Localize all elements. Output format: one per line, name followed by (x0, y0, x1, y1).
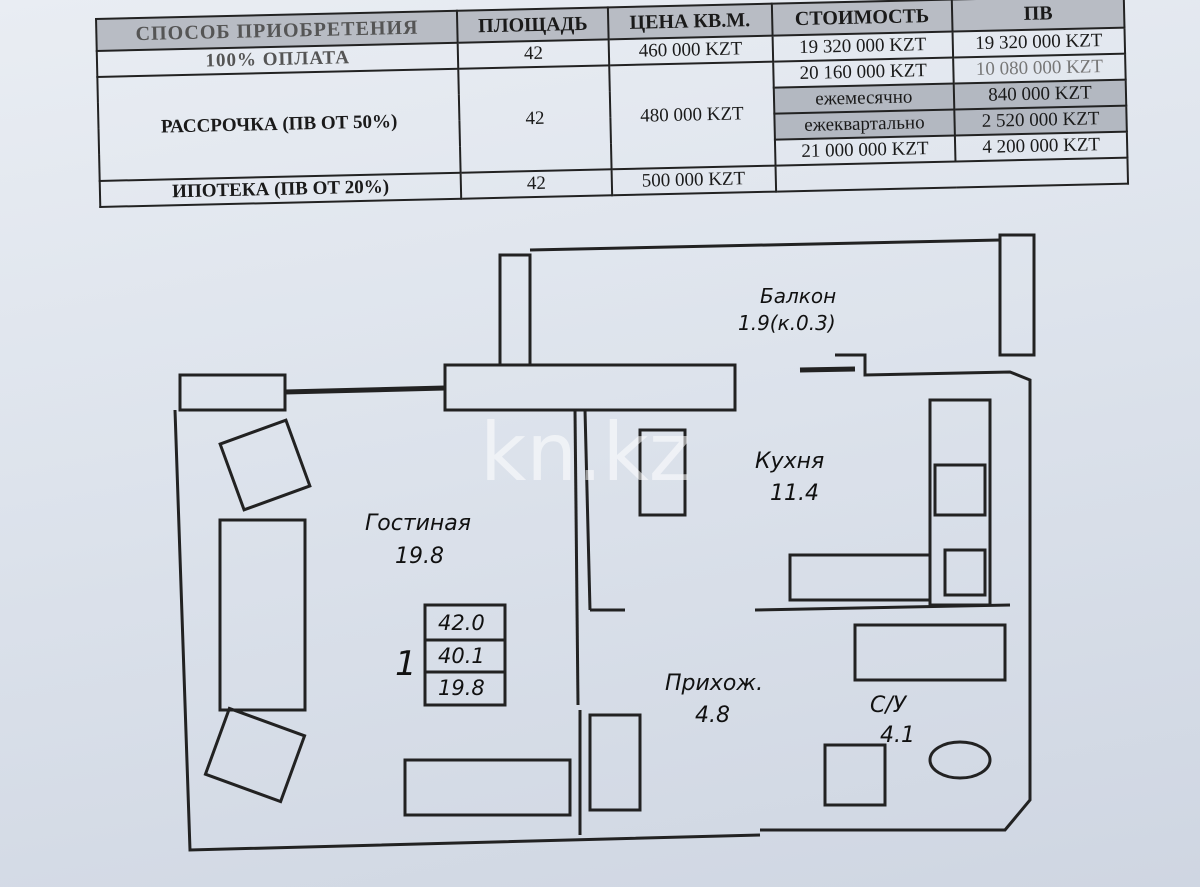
bath-area: 4.1 (880, 723, 915, 748)
rooms-area: 19.8 (438, 676, 485, 700)
walls (173, 233, 1036, 852)
rooms-count: 1 (395, 644, 417, 684)
kitchen-name: Кухня (755, 449, 824, 474)
hall-name: Прихож. (665, 671, 763, 696)
bath-name: С/У (870, 693, 908, 718)
total-area: 42.0 (438, 611, 485, 635)
living-area: 19.8 (395, 544, 444, 569)
living-name: Гостиная (365, 511, 471, 536)
hall-area: 4.8 (695, 703, 730, 728)
living-total-area: 40.1 (438, 644, 485, 668)
kitchen-area: 11.4 (770, 481, 819, 506)
balcony-area: 1.9(к.0.3) (738, 311, 836, 335)
watermark: kn.kz (480, 406, 691, 499)
balcony-name: Балкон (760, 284, 836, 308)
